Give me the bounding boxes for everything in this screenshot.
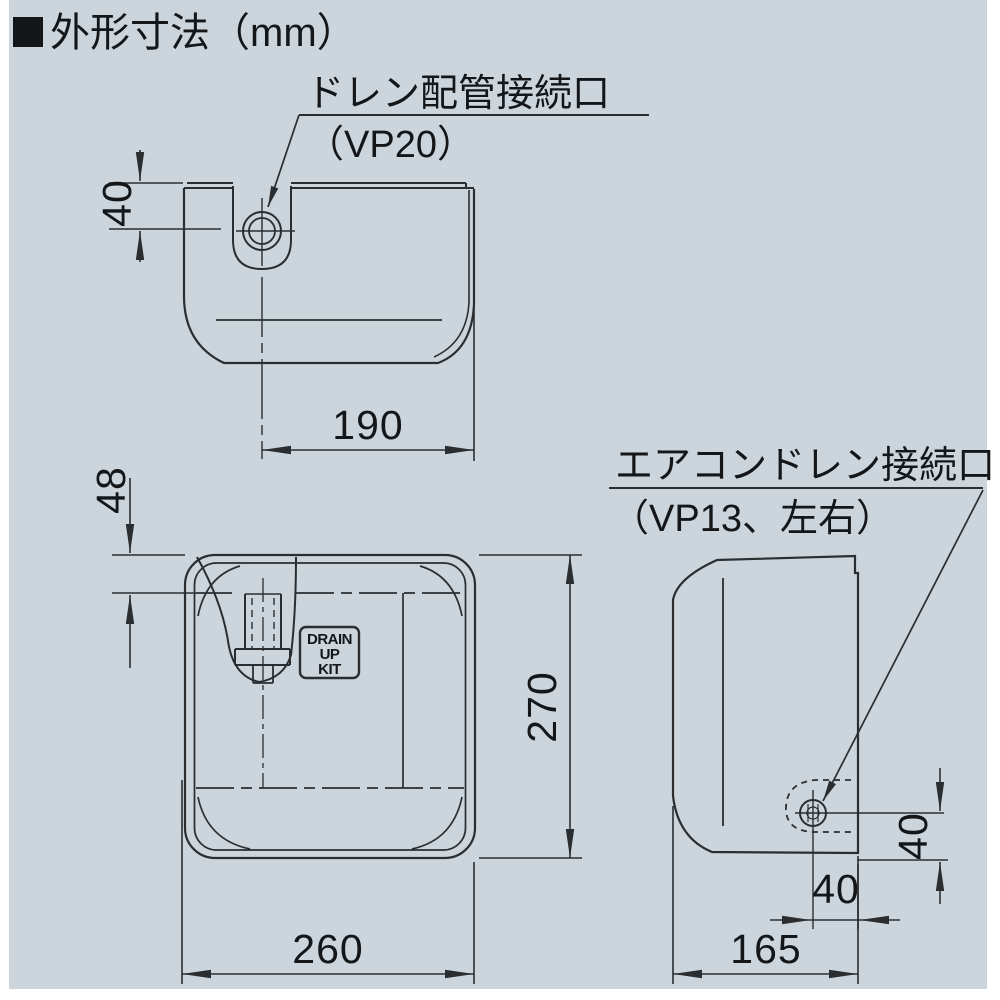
callout-drain-pipe-line2: （VP20） [306,124,475,166]
top-view [182,182,476,459]
callout-aircon-line2: （VP13、左右） [611,498,894,540]
dim-label-48: 48 [88,466,134,514]
page-title: 外形寸法（mm） [50,11,357,55]
dim-label-40-side-vertical: 40 [890,812,936,860]
dim-top-190: 190 [262,308,475,461]
page-margin-right [987,0,1000,1000]
dim-label-40-top: 40 [94,179,140,227]
leader-line [822,489,984,802]
side-view [671,554,944,929]
dim-side-40-vertical: 40 [857,768,948,904]
front-view: DRAIN UP KIT [183,553,477,860]
dim-label-190: 190 [332,402,403,448]
page-margin-bottom [0,989,1000,1000]
top-view-outline [182,188,476,365]
black-square-icon [13,17,43,47]
header: 外形寸法（mm） [13,11,357,55]
dim-label-165: 165 [730,926,801,972]
dim-top-40: 40 [94,150,221,262]
dim-side-40-horizontal: 40 [770,856,900,929]
callout-drain-pipe-port: ドレン配管接続口 （VP20） [267,73,649,208]
callout-aircon-line1: エアコンドレン接続口 [615,445,995,487]
dim-label-260: 260 [292,926,363,972]
leader-line [267,114,300,208]
badge-line-3: KIT [318,661,341,678]
page-margin-left [0,0,9,1000]
callout-aircon-drain-port: エアコンドレン接続口 （VP13、左右） [609,445,995,802]
drain-port-notch [232,186,292,271]
dim-label-40-side-horizontal: 40 [812,866,860,912]
drain-nozzle [234,578,291,788]
nozzle-pocket [196,556,297,684]
dim-side-165: 165 [672,806,859,984]
badge-line-1: DRAIN [307,631,352,648]
dim-label-270: 270 [519,671,565,742]
side-port-pocket [785,779,851,833]
side-view-outline [671,554,860,855]
dim-front-260: 260 [181,780,475,984]
drain-up-kit-badge: DRAIN UP KIT [298,625,361,680]
badge-line-2: UP [320,646,340,663]
dim-front-48: 48 [88,466,196,668]
dim-front-270: 270 [479,554,582,859]
front-view-outline [183,553,477,860]
callout-drain-pipe-line1: ドレン配管接続口 [306,73,610,115]
